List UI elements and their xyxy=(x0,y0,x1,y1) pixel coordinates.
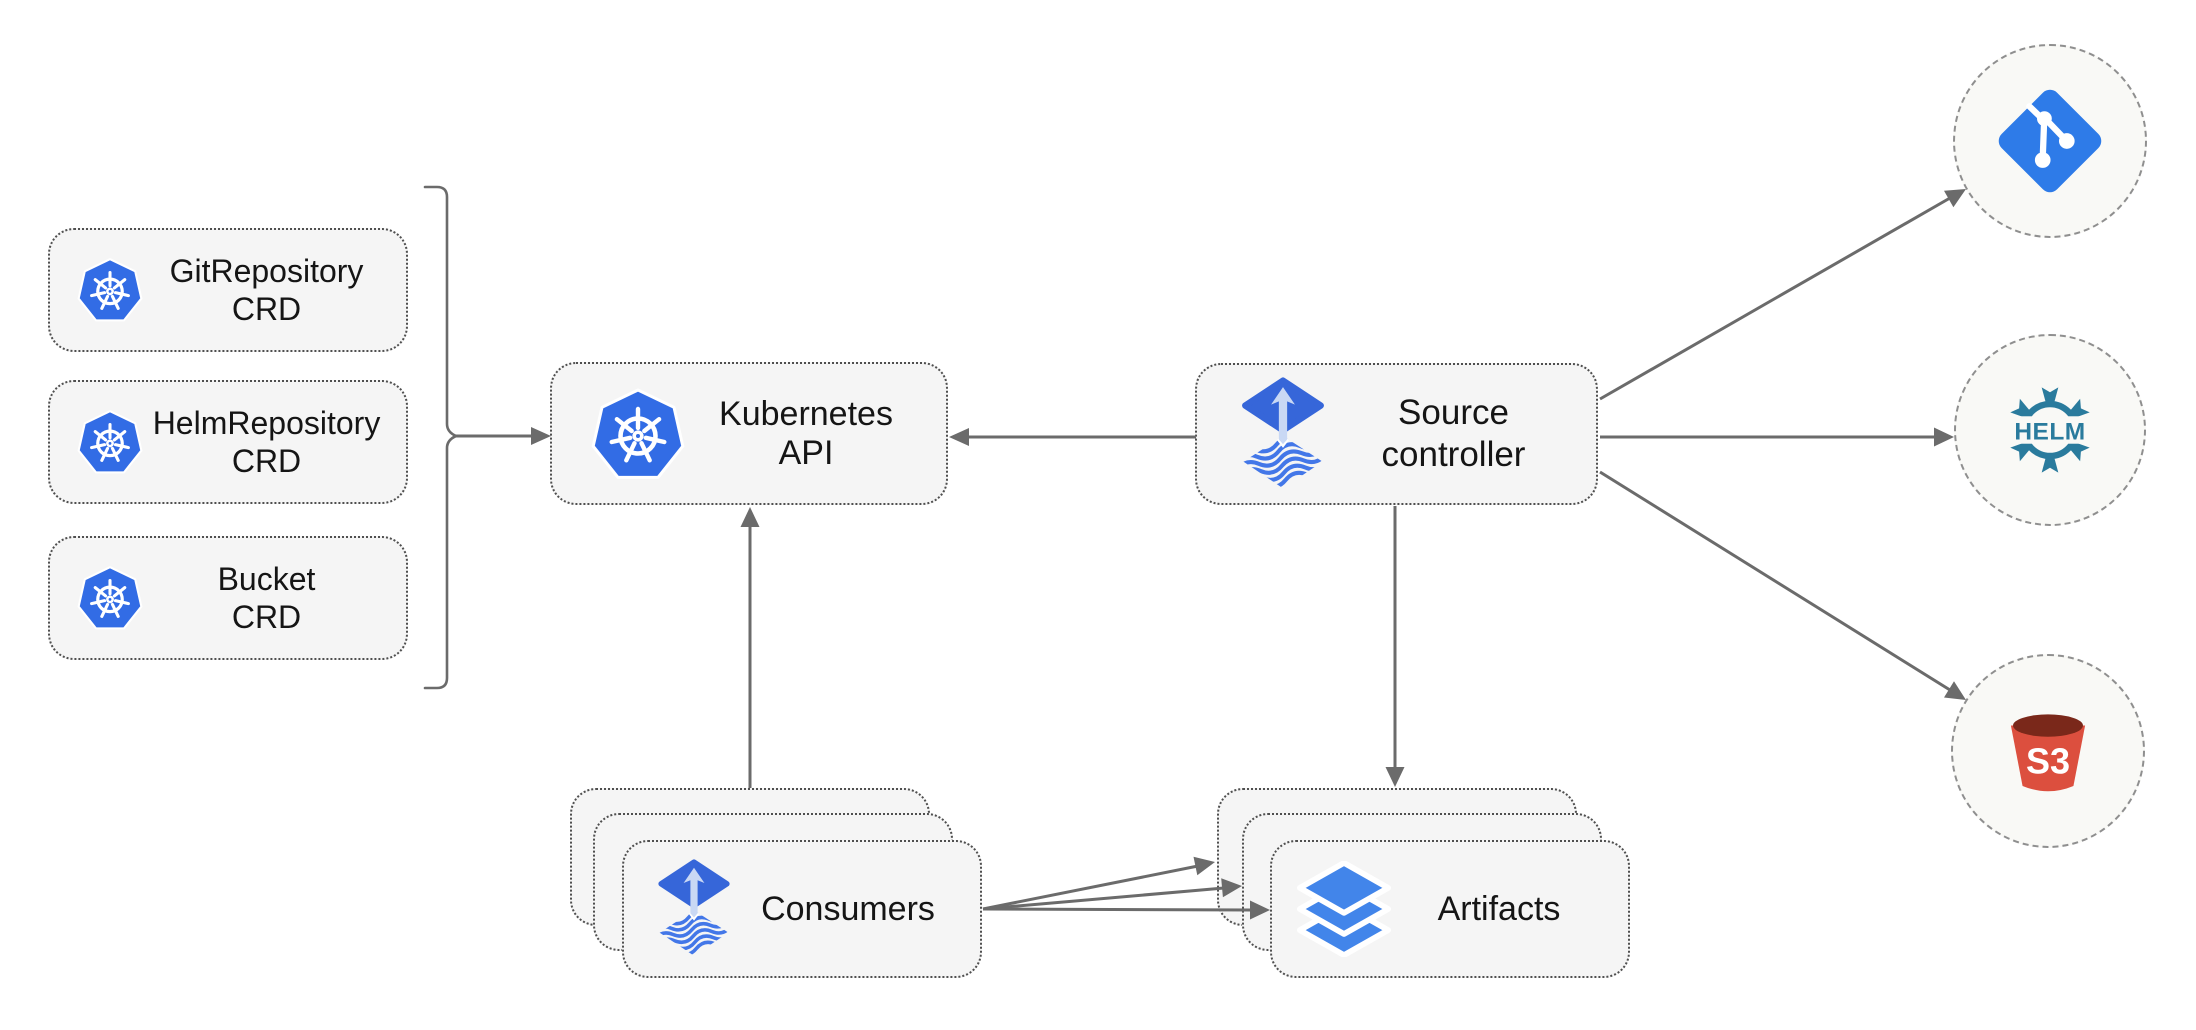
node-label: Consumers xyxy=(761,889,935,928)
kubernetes-icon xyxy=(588,384,688,484)
node-kubernetes-api: Kubernetes API xyxy=(550,362,948,505)
node-consumers: Consumers xyxy=(622,840,982,978)
edge-bracket-to-kubernetes-api xyxy=(456,427,551,445)
edge-source-controller-to-kubernetes-api xyxy=(949,428,1196,446)
git-icon xyxy=(1994,85,2106,197)
edge-consumers-to-artifacts-1 xyxy=(982,856,1215,911)
node-title: HelmRepository xyxy=(152,405,381,441)
node-label: Artifacts xyxy=(1437,889,1561,928)
kubernetes-icon xyxy=(75,563,145,633)
node-helmrepository-crd: HelmRepository CRD xyxy=(48,380,408,504)
arrowhead xyxy=(531,427,551,445)
node-label: Bucket CRD xyxy=(145,560,388,636)
endpoint-git xyxy=(1953,44,2147,238)
edge-source-controller-to-s3 xyxy=(1599,470,1966,700)
node-subtitle: CRD xyxy=(231,599,302,635)
node-gitrepository-crd: GitRepository CRD xyxy=(48,228,408,352)
kubernetes-icon xyxy=(75,407,145,477)
node-label-line2: controller xyxy=(1381,435,1526,474)
node-label-line1: Source xyxy=(1398,393,1509,432)
arrowhead xyxy=(949,428,969,446)
node-source-controller: Source controller xyxy=(1195,363,1598,505)
kubernetes-icon xyxy=(75,255,145,325)
flux-icon xyxy=(1237,377,1329,492)
flux-icon xyxy=(654,859,734,959)
node-label: GitRepository CRD xyxy=(145,252,388,328)
node-artifacts: Artifacts xyxy=(1270,840,1630,978)
layers-icon xyxy=(1296,861,1392,957)
helm-icon-text: HELM xyxy=(2014,418,2085,445)
arrowhead xyxy=(740,507,760,527)
s3-bucket-icon: S3 xyxy=(1995,698,2101,804)
arrowhead xyxy=(1385,767,1405,787)
edge-consumers-to-artifacts-2 xyxy=(982,878,1242,911)
edge-source-controller-to-artifacts xyxy=(1385,506,1405,787)
node-subtitle: CRD xyxy=(231,443,302,479)
arrowhead xyxy=(1944,189,1966,208)
arrowhead xyxy=(1934,427,1954,447)
edge-source-controller-to-helm xyxy=(1600,427,1954,447)
node-label: HelmRepository CRD xyxy=(145,404,388,480)
node-subtitle: CRD xyxy=(231,291,302,327)
node-bucket-crd: Bucket CRD xyxy=(48,536,408,660)
s3-icon-text: S3 xyxy=(2026,740,2070,781)
edge-consumers-to-kubernetes-api xyxy=(740,507,760,788)
node-label: Source controller xyxy=(1329,392,1578,476)
node-title: GitRepository xyxy=(169,253,364,289)
endpoint-s3: S3 xyxy=(1951,654,2145,848)
node-label: Kubernetes API xyxy=(719,394,893,472)
node-title: Bucket xyxy=(217,561,316,597)
edge-source-controller-to-git xyxy=(1599,189,1966,401)
helm-icon: HELM xyxy=(2001,381,2099,479)
crd-group-bracket xyxy=(423,185,458,690)
arrowhead xyxy=(1193,856,1215,876)
arrowhead xyxy=(1944,681,1966,700)
endpoint-helm: HELM xyxy=(1954,334,2146,526)
